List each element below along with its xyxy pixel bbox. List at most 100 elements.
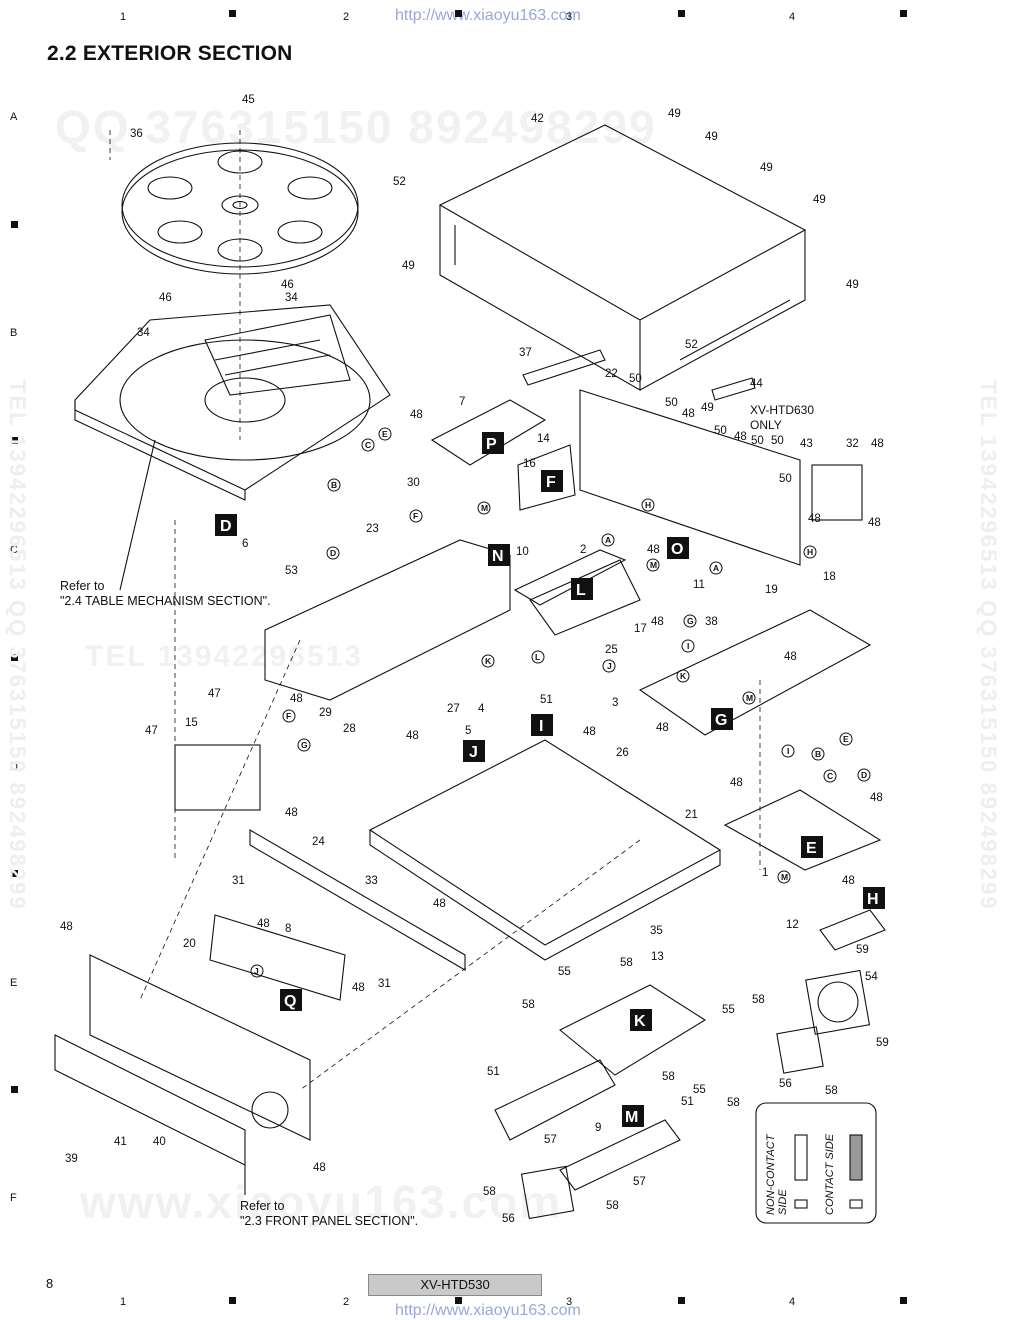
svg-text:48: 48 xyxy=(842,875,855,887)
svg-text:2: 2 xyxy=(580,544,586,556)
svg-text:50: 50 xyxy=(714,425,727,437)
svg-text:28: 28 xyxy=(343,723,356,735)
svg-text:56: 56 xyxy=(779,1078,792,1090)
svg-text:B: B xyxy=(331,480,337,490)
svg-text:48: 48 xyxy=(682,408,695,420)
grid-marker xyxy=(11,654,18,661)
grid-marker xyxy=(11,437,18,444)
table-ref-note: Refer to "2.4 TABLE MECHANISM SECTION". xyxy=(60,579,271,609)
fan-frame-56a xyxy=(776,1026,824,1074)
svg-text:1: 1 xyxy=(762,867,768,879)
watermark-side-right: TEL 13942296513 QQ 376315150 892498299 xyxy=(976,380,1001,911)
footer-column-1: 1 xyxy=(120,1296,127,1308)
svg-text:K: K xyxy=(680,671,687,681)
bracket-57b xyxy=(559,1119,681,1191)
svg-text:57: 57 xyxy=(544,1134,557,1146)
svg-text:48: 48 xyxy=(868,517,881,529)
svg-text:M: M xyxy=(650,560,657,570)
row-F: F xyxy=(10,1192,17,1204)
svg-text:48: 48 xyxy=(410,409,423,421)
turntable-tray xyxy=(121,142,359,275)
svg-text:30: 30 xyxy=(407,477,420,489)
svg-text:O: O xyxy=(671,541,683,558)
svg-text:49: 49 xyxy=(402,260,415,272)
rear-panel xyxy=(579,389,801,566)
svg-text:58: 58 xyxy=(522,999,535,1011)
board-badges: D N L O P F G I J E H Q K M xyxy=(215,432,885,1127)
header-url[interactable]: http://www.xiaoyu163.com xyxy=(395,7,581,24)
svg-text:16: 16 xyxy=(523,458,536,470)
svg-text:50: 50 xyxy=(771,435,784,447)
svg-text:A: A xyxy=(605,535,611,545)
svg-text:49: 49 xyxy=(701,402,714,414)
row-A: A xyxy=(10,111,18,123)
svg-text:H: H xyxy=(867,891,879,908)
transformer xyxy=(174,744,261,811)
volume-knob xyxy=(251,1091,289,1129)
svg-text:48: 48 xyxy=(656,722,669,734)
svg-text:17: 17 xyxy=(634,623,647,635)
svg-text:32: 32 xyxy=(846,438,859,450)
svg-text:K: K xyxy=(634,1013,646,1030)
cooling-fan xyxy=(805,969,871,1035)
svg-text:G: G xyxy=(301,740,308,750)
svg-text:M: M xyxy=(625,1109,638,1126)
svg-text:45: 45 xyxy=(242,94,255,106)
svg-text:3: 3 xyxy=(612,697,618,709)
svg-text:G: G xyxy=(715,712,727,729)
svg-text:P: P xyxy=(486,436,497,453)
svg-text:Q: Q xyxy=(284,993,296,1010)
svg-text:20: 20 xyxy=(183,938,196,950)
svg-text:59: 59 xyxy=(876,1037,889,1049)
board-K-outline xyxy=(558,984,707,1076)
svg-text:40: 40 xyxy=(153,1136,166,1148)
svg-text:14: 14 xyxy=(537,433,550,445)
board-H-outline xyxy=(819,909,886,951)
svg-text:58: 58 xyxy=(483,1186,496,1198)
svg-text:33: 33 xyxy=(365,875,378,887)
row-B: B xyxy=(10,327,18,339)
watermark-qq: QQ 376315150 892498299 xyxy=(55,101,657,153)
svg-text:21: 21 xyxy=(685,809,698,821)
svg-text:50: 50 xyxy=(665,397,678,409)
footer-url[interactable]: http://www.xiaoyu163.com xyxy=(395,1302,581,1319)
svg-text:51: 51 xyxy=(487,1066,500,1078)
svg-text:48: 48 xyxy=(313,1162,326,1174)
svg-text:52: 52 xyxy=(393,176,406,188)
flex-legend-box xyxy=(755,1102,877,1224)
strip-37 xyxy=(522,349,606,386)
svg-text:48: 48 xyxy=(290,693,303,705)
svg-text:48: 48 xyxy=(730,777,743,789)
svg-text:55: 55 xyxy=(722,1004,735,1016)
svg-text:48: 48 xyxy=(406,730,419,742)
svg-text:F: F xyxy=(286,711,291,721)
svg-text:48: 48 xyxy=(433,898,446,910)
svg-text:48: 48 xyxy=(352,982,365,994)
top-cover xyxy=(438,124,807,391)
svg-text:D: D xyxy=(220,518,232,535)
svg-text:57: 57 xyxy=(633,1176,646,1188)
only-model: XV-HTD630 xyxy=(750,403,815,417)
svg-text:J: J xyxy=(254,966,259,976)
grid-marker xyxy=(11,870,18,877)
svg-text:15: 15 xyxy=(185,717,198,729)
svg-text:51: 51 xyxy=(681,1096,694,1108)
board-Q-outline xyxy=(209,914,346,1001)
svg-text:L: L xyxy=(576,582,586,599)
board-F-outline xyxy=(517,444,576,511)
svg-text:34: 34 xyxy=(137,327,150,339)
svg-text:K: K xyxy=(485,656,492,666)
svg-text:58: 58 xyxy=(620,957,633,969)
grid-marker xyxy=(455,1297,462,1304)
grid-marker xyxy=(11,1086,18,1093)
svg-text:B: B xyxy=(815,749,821,759)
svg-text:46: 46 xyxy=(159,292,172,304)
svg-text:18: 18 xyxy=(823,571,836,583)
footer-column-2: 2 xyxy=(343,1296,350,1308)
svg-text:49: 49 xyxy=(846,279,859,291)
model-bar: XV-HTD530 xyxy=(368,1274,542,1296)
svg-text:50: 50 xyxy=(629,373,642,385)
grid-marker xyxy=(678,1297,685,1304)
